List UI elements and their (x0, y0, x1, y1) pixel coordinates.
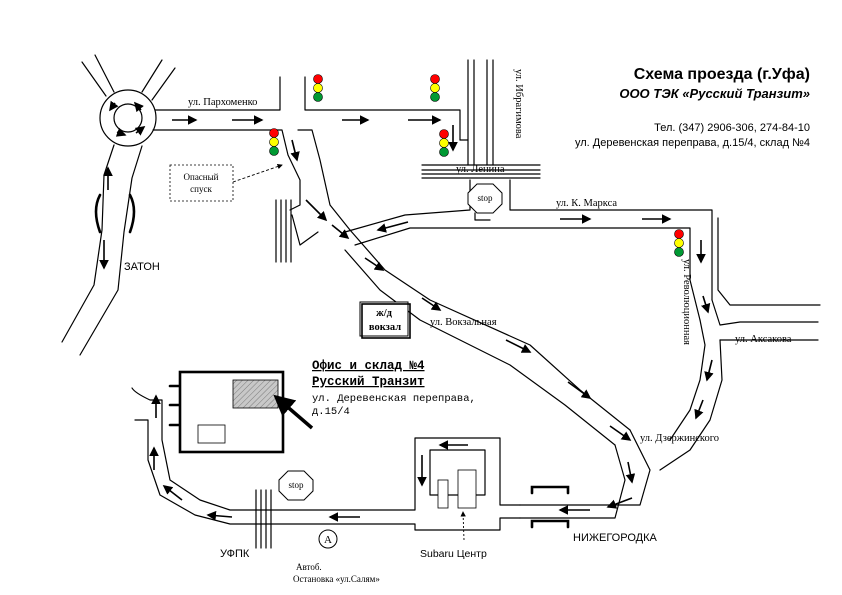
bus-stop-letter: A (324, 534, 332, 546)
traffic-light-yellow-icon (674, 238, 684, 248)
traffic-light (313, 74, 323, 102)
danger-slope-note: Опасный спуск (169, 163, 283, 202)
district-labels: ЗАТОН НИЖЕГОРОДКА УФПК (124, 261, 658, 560)
direction-arrows (99, 100, 714, 522)
contact-address: ул. Деревенская переправа, д.15/4, склад… (575, 137, 810, 149)
street-label-parkhomenko: ул. Пархоменко (188, 97, 257, 108)
traffic-light-yellow-icon (313, 83, 323, 93)
traffic-light-red-icon (269, 128, 279, 138)
office-address-line2: д.15/4 (312, 406, 350, 418)
traffic-light-green-icon (439, 147, 449, 157)
traffic-light-green-icon (269, 146, 279, 156)
traffic-light (430, 74, 440, 102)
street-label-ibragimova: ул. Ибрагимова (513, 69, 524, 139)
company-name: ООО ТЭК «Русский Транзит» (619, 86, 810, 101)
street-label-dzerzhinskogo: ул. Дзержинского (640, 433, 719, 444)
office-address-line1: ул. Деревенская переправа, (312, 393, 476, 405)
office-building (232, 379, 279, 409)
roundabout-inner (113, 103, 143, 133)
stop-sign-icon (278, 470, 314, 501)
stop-sign: stop (467, 183, 503, 221)
traffic-light-red-icon (674, 229, 684, 239)
header: Схема проезда (г.Уфа) ООО ТЭК «Русский Т… (575, 66, 810, 149)
office-label: Офис и склад №4 Русский Транзит ул. Дере… (312, 359, 476, 418)
bus-stop: A (318, 529, 338, 549)
street-label-vokzalnaya: ул. Вокзальная (430, 317, 497, 328)
bus-stop-icon (318, 529, 338, 549)
traffic-light-red-icon (430, 74, 440, 84)
traffic-light-yellow-icon (430, 83, 440, 93)
traffic-light-yellow-icon (439, 138, 449, 148)
traffic-light-green-icon (430, 92, 440, 102)
street-label-lenina: ул. Ленина (456, 164, 505, 175)
office-block (178, 370, 314, 454)
subaru-center (437, 469, 477, 541)
stop-sign-icon (467, 183, 503, 214)
office-title-line2: Русский Транзит (312, 375, 425, 389)
street-labels: ул. Пархоменко ул. Ибрагимова ул. Ленина… (188, 69, 792, 444)
street-label-aksakova: ул. Аксакова (735, 334, 792, 345)
district-label-nizhegorodka: НИЖЕГОРОДКА (573, 532, 658, 544)
stop-sign: stop (278, 470, 314, 501)
street-label-marksa: ул. К. Маркса (556, 198, 617, 209)
danger-slope-line1: Опасный (184, 172, 219, 182)
railway-station-line1: ж/д (376, 308, 393, 319)
traffic-light-red-icon (439, 129, 449, 139)
traffic-light (439, 129, 449, 157)
district-label-zaton: ЗАТОН (124, 261, 160, 273)
street-label-revolyutsionnaya: ул. Революционная (681, 259, 692, 345)
stop-sign-label: stop (288, 480, 304, 490)
stop-sign-label: stop (477, 193, 493, 203)
office-title-line1: Офис и склад №4 (312, 359, 425, 373)
office-small-building (197, 424, 226, 444)
roundabout-outer (99, 89, 157, 147)
traffic-light (674, 229, 684, 257)
page-title: Схема проезда (г.Уфа) (634, 66, 810, 83)
railway-station-line2: вокзал (369, 322, 401, 333)
road-network (61, 54, 821, 549)
landmark-labels: Subaru Центр Автоб. Остановка «ул.Салям» (293, 548, 487, 584)
traffic-light (269, 128, 279, 156)
danger-slope-line2: спуск (190, 184, 212, 194)
railway-station: ж/д вокзал (359, 301, 411, 339)
traffic-light-green-icon (313, 92, 323, 102)
bus-stop-label-line2: Остановка «ул.Салям» (293, 574, 380, 584)
traffic-light-green-icon (674, 247, 684, 257)
contact-phone: Тел. (347) 2906-306, 274-84-10 (654, 122, 810, 134)
district-label-ufpk: УФПК (220, 548, 250, 560)
subaru-center-label: Subaru Центр (420, 548, 487, 560)
traffic-light-red-icon (313, 74, 323, 84)
bus-stop-label-line1: Автоб. (296, 562, 322, 572)
traffic-light-yellow-icon (269, 137, 279, 147)
